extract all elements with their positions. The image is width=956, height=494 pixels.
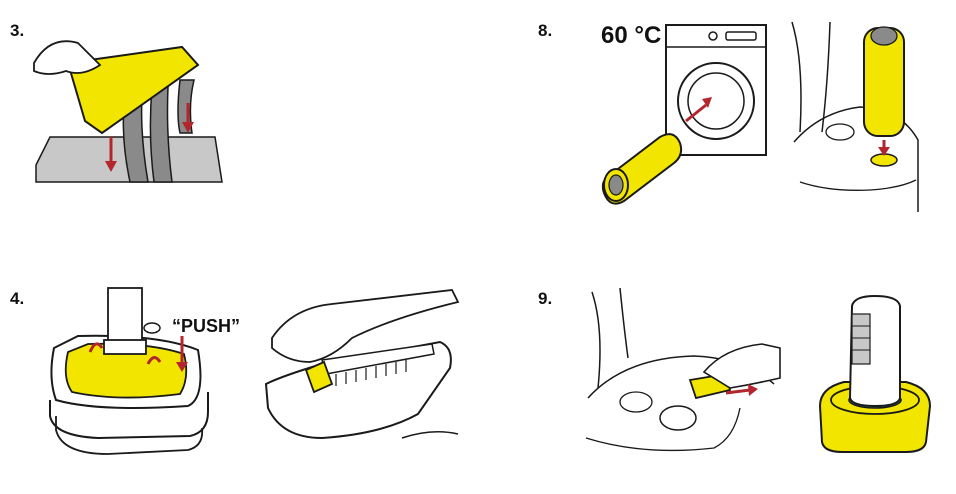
step-number-9: 9. bbox=[538, 289, 553, 308]
step-3-illustration bbox=[33, 40, 223, 183]
step-9-dock-illustration bbox=[818, 294, 932, 453]
step-number-4: 4. bbox=[10, 289, 25, 308]
temperature-label: 60 °C bbox=[601, 22, 662, 49]
step-4-brush-illustration bbox=[264, 289, 460, 440]
step-number-8: 8. bbox=[538, 21, 553, 40]
step-8-washing-illustration bbox=[601, 24, 767, 205]
step-number-3: 3. bbox=[10, 21, 25, 40]
step-4-push-illustration bbox=[49, 287, 209, 455]
step-9-remove-illustration bbox=[585, 287, 781, 452]
push-label: “PUSH” bbox=[172, 316, 241, 336]
step-8-insert-illustration bbox=[791, 21, 919, 212]
